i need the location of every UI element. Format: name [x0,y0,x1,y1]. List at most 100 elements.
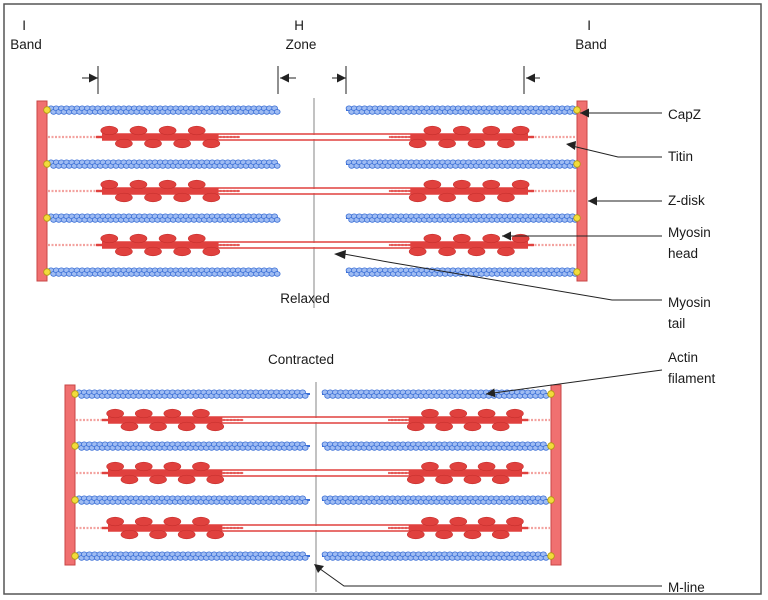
myosin-head [106,461,124,472]
myosin-half [314,233,534,257]
myosin-head [477,408,496,419]
myosin-head [187,179,206,190]
myosin-head [106,408,124,419]
myosin-head [491,529,510,540]
myosin-head [511,233,530,244]
myosin-bare-stripe [316,418,389,422]
capz-cap [43,160,51,168]
myosin-head [192,516,210,527]
myosin-head [506,461,524,472]
myosin-head [192,408,210,419]
actin-monomer [301,445,309,451]
actin-monomer [301,499,309,505]
myosin-head [134,408,153,419]
actin-filament [75,551,310,561]
titin-pointer-line [567,144,662,158]
capz-label: CapZ [668,107,701,122]
myosin-head [173,138,191,149]
actin-filament-pointer [485,369,663,398]
actin-filament [321,551,550,561]
myosin-head [134,516,153,527]
myosin-head [477,516,496,527]
arrowhead [280,73,289,83]
capz-cap [547,552,555,560]
myosin-head [497,138,515,149]
myosin-bare-stripe [243,526,316,530]
myosin-head [491,474,510,485]
titin-label: Titin [668,149,693,164]
myosin-head [406,421,425,432]
myosin-head [463,529,482,540]
myosin-tip [528,243,534,247]
capz-cap [547,442,555,450]
myosin-head [202,138,221,149]
myosin-half [96,179,314,203]
myosin-head [163,461,182,472]
myosin-head [100,233,119,244]
myosin-tip [102,471,108,475]
myosin-tail-arrowhead [334,250,346,259]
actin-filament [47,159,281,169]
myosin-head [423,179,442,190]
actin-filament [321,441,550,451]
myosin-tip [102,418,108,422]
myosin-head [173,246,191,257]
myosin-head [482,233,501,244]
actin-monomer [273,271,281,277]
myosin-head [408,138,427,149]
myosin-bare-stripe [316,471,389,475]
actin-filament [47,213,281,223]
capz-cap [573,268,581,276]
myosin-half [96,233,314,257]
myosin-head [202,192,221,203]
arrowhead [337,73,346,83]
myosin-tip [522,418,528,422]
z-disk-label: Z-disk [668,193,705,208]
myosin-head [421,516,439,527]
contracted-sarcomere [64,382,562,592]
myosin-head [177,529,196,540]
myosin-head [467,138,486,149]
myosin-tip [522,471,528,475]
i-band-right-label: I Band [575,18,607,52]
myosin-head [482,179,501,190]
myosin-head [115,138,133,149]
myosin-head [435,529,453,540]
capz-pointer [580,108,662,118]
myosin-head [449,461,468,472]
z-disk [550,384,562,566]
myosin-head [406,529,425,540]
myosin-bare-stripe [239,135,314,139]
myosin-head [452,233,471,244]
actin-monomer [273,217,281,223]
myosin-tip [102,526,108,530]
myosin-head [144,246,162,257]
myosin-head [406,474,425,485]
actin-monomer [301,555,309,561]
capz-cap [573,214,581,222]
actin-monomer [273,109,281,115]
capz-cap [573,106,581,114]
capz-cap [43,268,51,276]
myosin-head [187,233,206,244]
myosin-head [452,179,471,190]
actin-filament [47,267,281,277]
myosin-head [463,474,482,485]
myosin-tip [96,135,102,139]
myosin-tail-pointer-link [343,253,389,263]
myosin-head [149,529,167,540]
actin-filament [321,389,550,399]
myosin-head [187,125,206,136]
myosin-head [452,125,471,136]
capz-cap [43,214,51,222]
myosin-head [206,529,225,540]
myosin-tip [528,189,534,193]
m-line-label: M-line [668,580,705,595]
myosin-half [102,516,316,540]
myosin-half [102,461,316,485]
myosin-head [177,474,196,485]
capz-cap [547,496,555,504]
myosin-head [158,179,177,190]
myosin-head [206,421,225,432]
